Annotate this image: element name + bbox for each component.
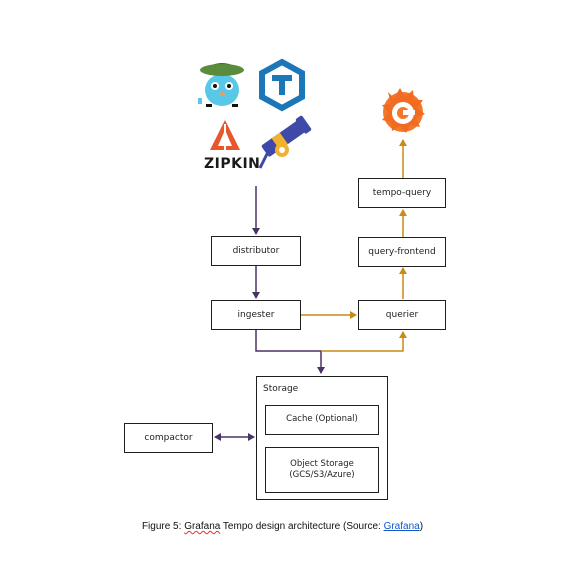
tempo-query-box: tempo-query: [358, 178, 446, 208]
caption-suffix: ): [419, 521, 424, 532]
zipkin-wordmark: ZIPKIN: [204, 156, 261, 172]
compactor-box: compactor: [124, 423, 213, 453]
ingester-box: ingester: [211, 300, 301, 330]
cache-box: Cache (Optional): [265, 405, 379, 435]
zipkin-icon: [210, 120, 240, 150]
object-storage-box: Object Storage (GCS/S3/Azure): [265, 447, 379, 493]
querier-box: querier: [358, 300, 446, 330]
arrow-storage-to-querier: [321, 331, 407, 352]
arrow-ingester-to-storage: [255, 330, 325, 374]
object-storage-providers: (GCS/S3/Azure): [289, 470, 355, 480]
storage-box: Storage Cache (Optional) Object Storage …: [256, 376, 388, 500]
distributor-box: distributor: [211, 236, 301, 266]
figure-caption: Figure 5: Grafana Tempo design architect…: [0, 521, 565, 532]
storage-title: Storage: [263, 384, 299, 394]
caption-grafana-word: Grafana: [184, 521, 221, 532]
caption-prefix: Figure 5:: [141, 521, 185, 532]
tempo-t-icon: [259, 58, 305, 112]
jaeger-gopher-icon: [198, 63, 244, 107]
caption-middle: Tempo design architecture (Source:: [220, 521, 384, 532]
object-storage-label: Object Storage: [290, 458, 354, 469]
telescope-icon: [258, 115, 312, 169]
grafana-icon: [382, 88, 425, 133]
query-frontend-box: query-frontend: [358, 237, 446, 267]
caption-source-link[interactable]: Grafana: [383, 521, 420, 532]
